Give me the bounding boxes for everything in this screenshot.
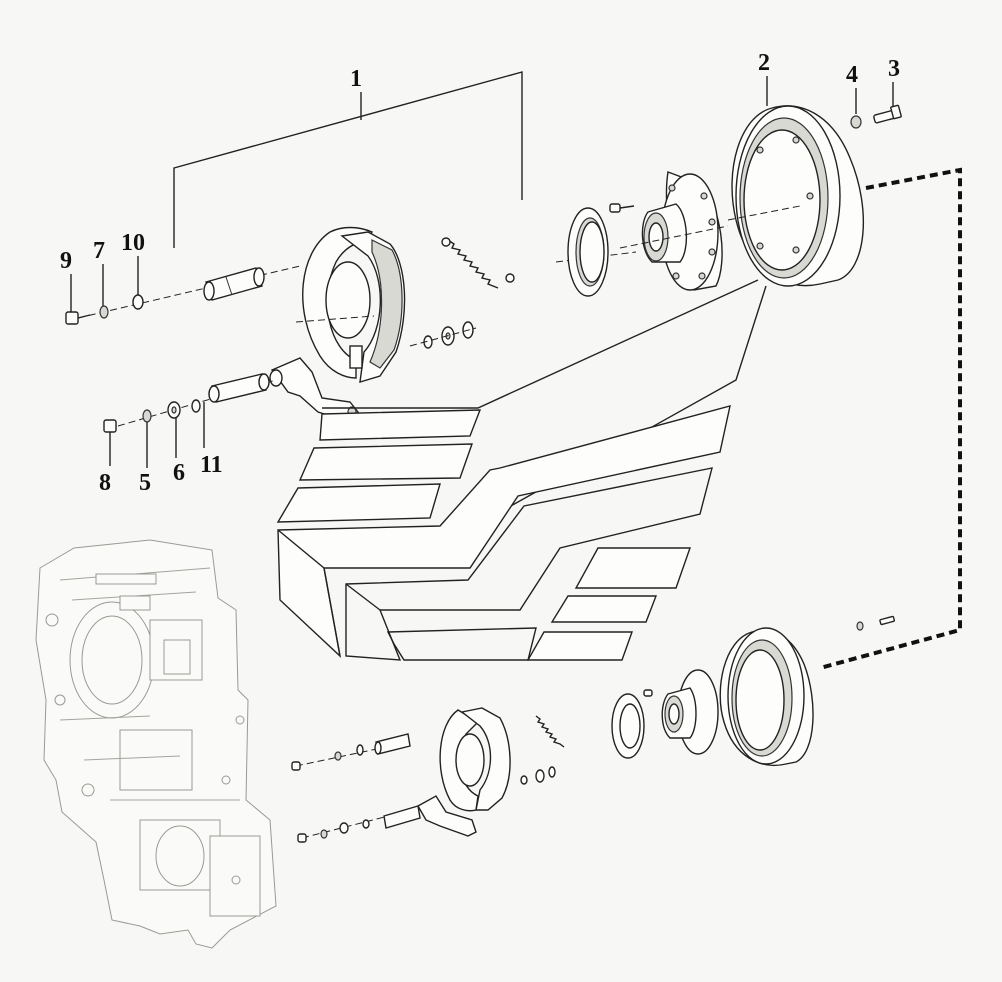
brake-drum-lower [719,627,814,766]
return-spring-lower [535,715,565,748]
bolt-3 [873,104,902,124]
pivot-pin-lower-small [374,733,411,755]
callout-3: 3 [888,56,900,82]
upper-assembly [65,104,902,433]
callout-4: 4 [846,62,858,88]
callout-8: 8 [99,470,111,496]
bracket-item-1 [173,71,523,248]
bolt-9 [65,311,91,325]
washers-upper-right [409,321,477,349]
bolt-8 [103,419,117,433]
o-ring-11 [191,399,201,413]
projection-frames [276,279,767,661]
callout-1: 1 [350,66,362,92]
brake-shoe-upper [295,226,406,383]
hub-flange-upper [609,171,729,291]
pivot-pin-upper [203,267,265,301]
callout-labels: 1 2 3 4 5 6 7 8 9 10 11 [60,50,900,496]
callout-5: 5 [139,470,151,496]
callout-2: 2 [758,50,770,76]
hub-flange-lower [643,669,719,755]
assembly-link-dashed [819,167,962,670]
pivot-pin-lower [208,373,270,403]
seal-plate-upper [555,207,637,297]
brake-shoe-lower [439,707,511,812]
return-spring-upper [441,237,515,289]
lower-assembly [35,539,896,949]
brake-drum-upper [727,105,864,287]
leader-lines [70,71,962,670]
callout-11: 11 [200,452,223,478]
callout-7: 7 [93,238,105,264]
callout-10: 10 [121,230,145,256]
nut-4 [850,115,862,129]
transmission-housing [35,539,277,949]
washer-5 [142,409,152,423]
o-ring-10 [132,294,144,310]
washer-7 [99,305,109,319]
callout-9: 9 [60,248,72,274]
callout-6: 6 [173,460,185,486]
brake-lever-lower [417,795,477,837]
